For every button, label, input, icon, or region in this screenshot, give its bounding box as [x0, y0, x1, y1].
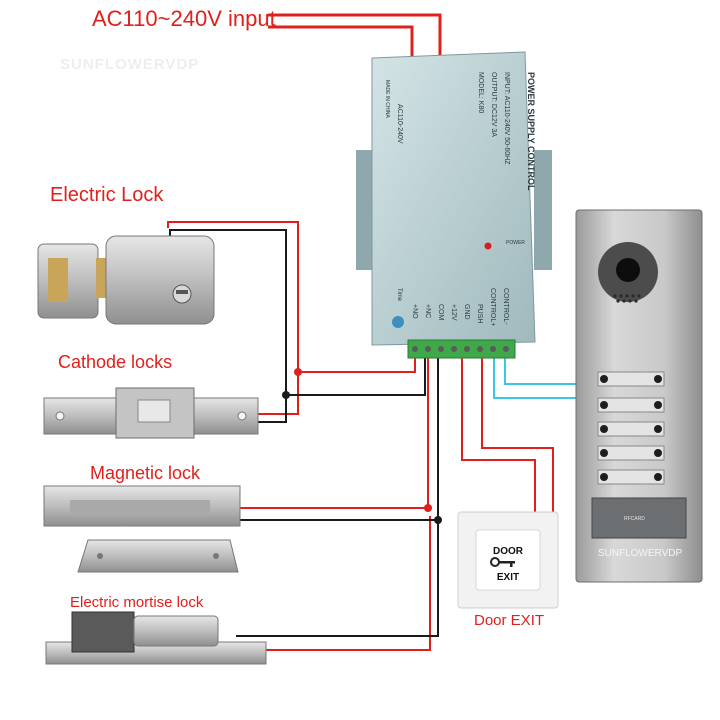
door-exit-button	[457, 511, 559, 609]
key-icon	[490, 557, 515, 567]
terminal-label-control-minus: CONTROL-	[502, 288, 509, 325]
terminal-label-nc: +NC	[424, 304, 431, 318]
terminal-label-no: +NO	[411, 304, 418, 319]
door-panel-brand: SUNFLOWERVDP	[598, 548, 683, 559]
psu-text: POWER SUPPLY CONTROL INPUT: AC110-240V 5…	[384, 72, 536, 326]
cathode-strike-lock	[43, 387, 259, 439]
terminal-screws	[412, 346, 509, 352]
door-exit-caption: Door EXIT	[474, 612, 545, 629]
speaker-grill	[613, 294, 641, 303]
cathode-locks-label: Cathode locks	[58, 352, 173, 372]
electric-lock-label: Electric Lock	[50, 184, 164, 206]
psu-title: POWER SUPPLY CONTROL	[526, 72, 536, 191]
mortise-lock-label: Electric mortise lock	[70, 594, 204, 611]
rfid-card-label: RFCARD	[624, 516, 645, 522]
psu-spec-input: INPUT: AC110-240V 50-60HZ	[503, 72, 510, 165]
call-buttons	[597, 371, 665, 485]
psu-time-label: Time	[396, 288, 402, 302]
wire-junctions	[282, 368, 442, 524]
terminal-block	[407, 339, 516, 359]
terminal-label-12v: +12V	[450, 304, 457, 321]
terminal-label-control-plus: CONTROL+	[489, 288, 496, 326]
psu-spec-output: OUTPUT: DC12V 3A	[490, 72, 497, 137]
watermark-brand: SUNFLOWERVDP	[60, 56, 200, 73]
terminal-label-gnd: GND	[463, 304, 470, 320]
power-supply-unit	[356, 51, 552, 359]
wires-cyan	[493, 358, 585, 399]
exit-button-line1: DOOR	[493, 546, 524, 557]
magnetic-lock	[43, 485, 241, 573]
ac-input-wires	[268, 13, 442, 58]
terminal-label-com: COM	[437, 304, 444, 321]
psu-ac-label: AC110-240V	[396, 104, 403, 144]
power-led	[484, 242, 492, 250]
electric-mortise-lock	[45, 611, 267, 665]
exit-button-line2: EXIT	[497, 572, 519, 583]
psu-spec-model: MODEL: K80	[477, 72, 484, 113]
ac-input-label: AC110~240V input	[92, 6, 276, 31]
psu-power-label: POWER	[506, 240, 525, 246]
electric-rim-lock	[37, 235, 215, 325]
rfid-reader-pad	[591, 497, 687, 539]
time-adjust-knob[interactable]	[392, 316, 404, 328]
outdoor-door-panel	[575, 209, 703, 583]
terminal-label-push: PUSH	[476, 304, 483, 323]
psu-made-in: MADE IN CHINA	[384, 80, 390, 118]
magnetic-lock-label: Magnetic lock	[90, 463, 201, 483]
